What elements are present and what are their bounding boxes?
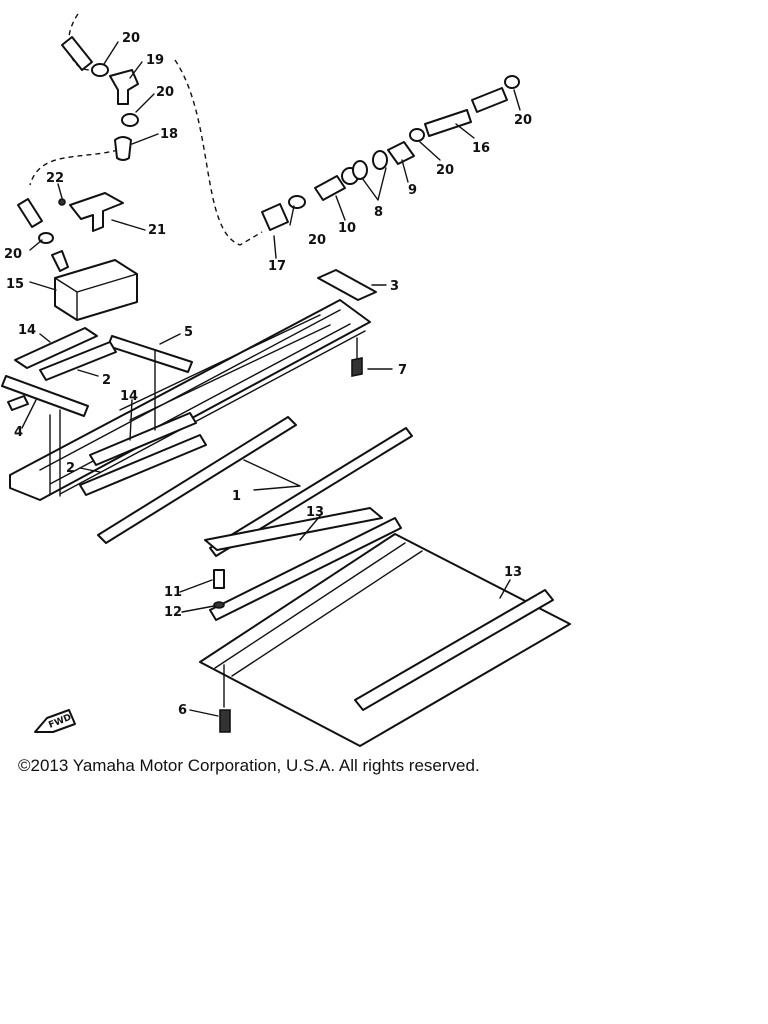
- pad-2-upper-icon: [39, 341, 117, 381]
- callout-20: 20: [308, 233, 326, 248]
- callout-9: 9: [408, 183, 417, 198]
- fwd-arrow-icon: FWD: [34, 709, 76, 733]
- leader-lines: [21, 41, 521, 717]
- callout-20: 20: [436, 163, 454, 178]
- hose-clamp-icon: [121, 113, 139, 127]
- callout-10: 10: [338, 221, 356, 236]
- callout-15: 15: [6, 277, 24, 292]
- seat-base-slot-lines: [119, 314, 331, 421]
- pad-14-upper-icon: [14, 327, 98, 369]
- hose-pipe-icon: [471, 87, 508, 113]
- strip-1b-icon: [209, 427, 413, 557]
- hose-joint-icon: [109, 69, 139, 105]
- pad-5-icon: [107, 335, 193, 373]
- assembly-guide-lines: [49, 349, 156, 497]
- callout-5: 5: [184, 325, 193, 340]
- plate-3-icon: [317, 269, 377, 301]
- callout-20: 20: [156, 85, 174, 100]
- hose-clamp-icon: [91, 63, 109, 77]
- hose-clamp-icon: [409, 128, 425, 142]
- hose-pipe-icon: [424, 109, 472, 137]
- bolt-7-icon: [351, 357, 363, 377]
- callout-12: 12: [164, 605, 182, 620]
- callout-7: 7: [398, 363, 407, 378]
- bracket-icon: [69, 192, 124, 232]
- hose-clamp-icon: [504, 75, 520, 89]
- tank-icon: [54, 259, 138, 321]
- tank-nozzle-icon: [51, 250, 69, 272]
- valve-icon: [314, 175, 346, 201]
- hose-pipe-icon: [17, 198, 43, 228]
- callout-11: 11: [164, 585, 182, 600]
- callout-13: 13: [306, 505, 324, 520]
- callout-3: 3: [390, 279, 399, 294]
- parts-exploded-diagram: FWD 20 19 20 1: [1, 13, 571, 747]
- callout-14: 14: [18, 323, 36, 338]
- callout-22: 22: [46, 171, 64, 186]
- washer-icon: [352, 160, 368, 180]
- washer-12-icon: [213, 601, 225, 609]
- callout-17: 17: [268, 259, 286, 274]
- callout-20: 20: [4, 247, 22, 262]
- callout-18: 18: [160, 127, 178, 142]
- rail-frame-upper: [1, 269, 377, 501]
- hose-clamp-icon: [38, 232, 54, 244]
- bolt-6-icon: [219, 709, 231, 733]
- strip-13a-icon: [204, 507, 383, 551]
- callout-16: 16: [472, 141, 490, 156]
- callout-2: 2: [66, 461, 75, 476]
- callout-6: 6: [178, 703, 187, 718]
- hose-assembly-right: [261, 75, 520, 231]
- hose-pipe-icon: [61, 36, 93, 71]
- strips-1: [97, 416, 413, 557]
- strip-13-mid-icon: [209, 517, 402, 621]
- lower-board: [199, 507, 571, 747]
- callout-2: 2: [102, 373, 111, 388]
- tank-edge-lines: [54, 273, 138, 321]
- strip-1a-icon: [97, 416, 297, 544]
- washer-icon: [372, 150, 388, 170]
- tray-board-icon: [199, 533, 571, 747]
- callout-8: 8: [374, 205, 383, 220]
- pad-4-icon: [1, 375, 89, 417]
- hose-clamp-icon: [288, 195, 306, 209]
- hose-route-line-main: [174, 59, 263, 246]
- callout-labels: 20 19 20 18 22 21 20 15 14 5 2 4 14 2 1 …: [4, 31, 532, 718]
- callout-19: 19: [146, 53, 164, 68]
- fitting-icon: [387, 141, 415, 165]
- hose-assembly-left: [17, 13, 263, 321]
- strip-13b-icon: [354, 589, 554, 711]
- copyright-notice: ©2013 Yamaha Motor Corporation, U.S.A. A…: [18, 756, 480, 775]
- pin-11-icon: [213, 569, 225, 589]
- callout-1: 1: [232, 489, 241, 504]
- callout-20: 20: [122, 31, 140, 46]
- pad-2-lower-icon: [79, 434, 207, 496]
- pad-14-lower-icon: [89, 412, 197, 466]
- callout-21: 21: [148, 223, 166, 238]
- hose-pipe-icon: [261, 203, 289, 231]
- callout-14: 14: [120, 389, 138, 404]
- callout-4: 4: [14, 425, 23, 440]
- hose-elbow-icon: [114, 136, 132, 161]
- callout-13: 13: [504, 565, 522, 580]
- callout-20: 20: [514, 113, 532, 128]
- screw-icon: [58, 198, 66, 206]
- tray-rail-lines: [214, 542, 423, 677]
- hose-route-line-mid: [29, 149, 119, 186]
- pad-small-icon: [7, 395, 29, 411]
